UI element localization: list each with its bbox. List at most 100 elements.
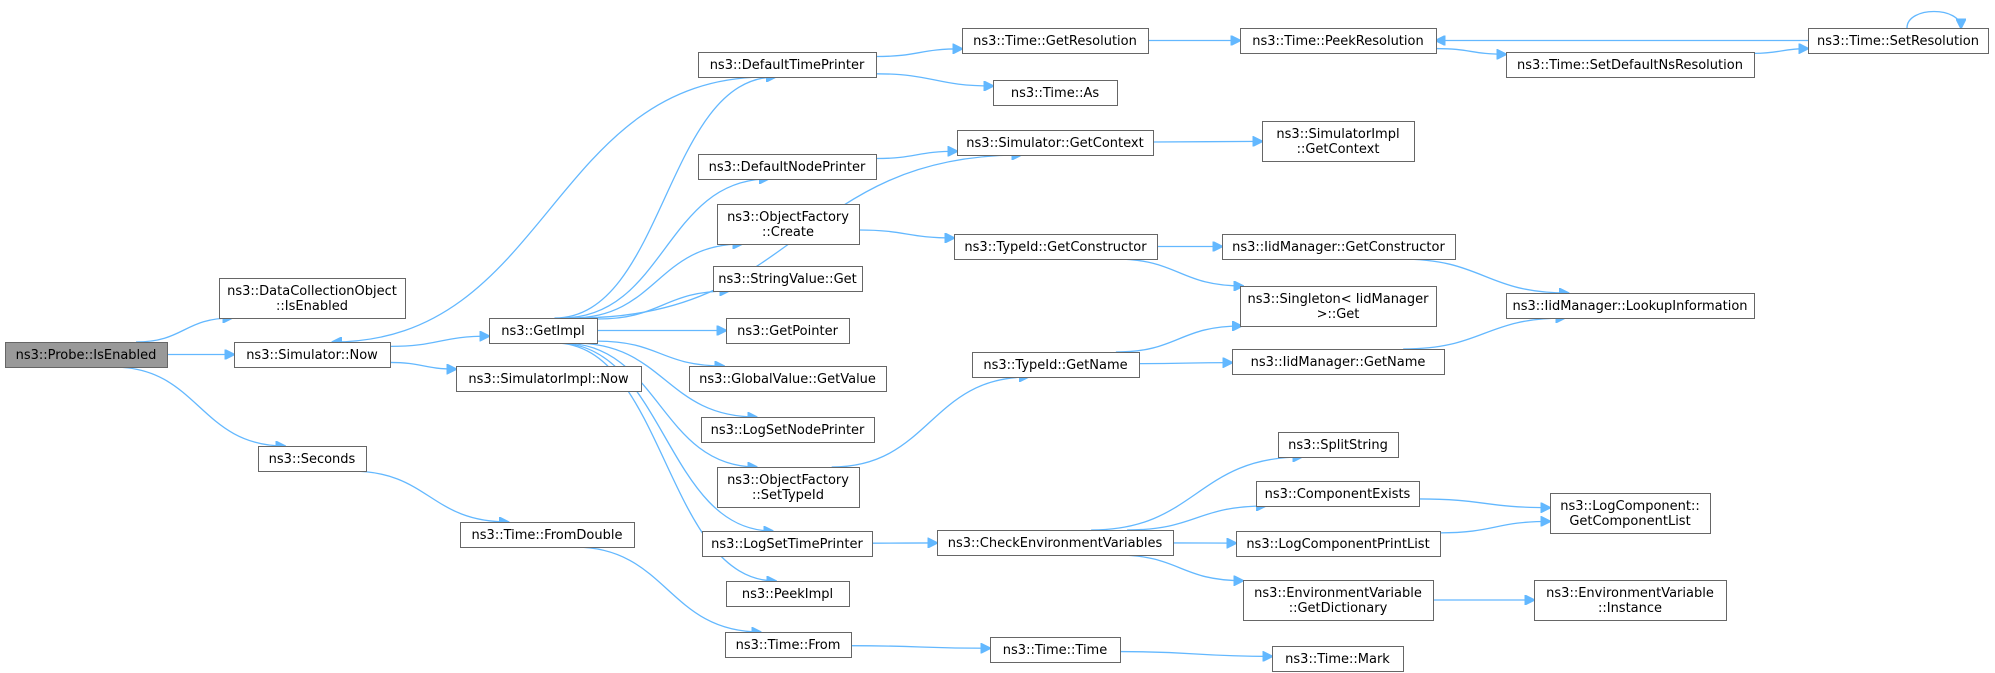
node-label: ns3::Simulator::GetContext xyxy=(966,136,1143,151)
node-gvget[interactable]: ns3::GlobalValue::GetValue xyxy=(689,366,887,392)
node-setdefns[interactable]: ns3::Time::SetDefaultNsResolution xyxy=(1506,52,1755,78)
node-box xyxy=(5,342,168,368)
node-tidgetname[interactable]: ns3::TypeId::GetName xyxy=(972,352,1140,378)
node-box xyxy=(726,581,850,607)
node-tidgetctor[interactable]: ns3::TypeId::GetConstructor xyxy=(954,234,1158,260)
node-label: ns3::ObjectFactory xyxy=(727,473,849,488)
node-peekimpl[interactable]: ns3::PeekImpl xyxy=(726,581,850,607)
node-box xyxy=(1808,28,1989,54)
node-timemark[interactable]: ns3::Time::Mark xyxy=(1272,646,1404,672)
node-lsnp[interactable]: ns3::LogSetNodePrinter xyxy=(701,417,875,443)
node-compexists[interactable]: ns3::ComponentExists xyxy=(1256,481,1420,507)
node-simimplgetctx[interactable]: ns3::SimulatorImpl::GetContext xyxy=(1262,121,1415,162)
node-label: ns3::Time::GetResolution xyxy=(973,34,1137,49)
node-label: ns3::IidManager::GetConstructor xyxy=(1232,240,1445,255)
node-label: ns3::EnvironmentVariable xyxy=(1254,586,1422,601)
node-box xyxy=(993,80,1118,106)
node-peekres[interactable]: ns3::Time::PeekResolution xyxy=(1240,28,1437,54)
edge-logcompprint-to-logcompgetlist xyxy=(1439,521,1550,534)
node-label: ns3::SimulatorImpl::Now xyxy=(468,372,629,387)
node-box xyxy=(1506,52,1755,78)
edge-probe-to-dco xyxy=(135,318,232,343)
edge-fromdouble-to-timefrom xyxy=(574,546,760,632)
node-label: ns3::StringValue::Get xyxy=(718,272,856,287)
node-cev[interactable]: ns3::CheckEnvironmentVariables xyxy=(937,530,1174,556)
node-label: ns3::GlobalValue::GetValue xyxy=(699,372,876,387)
node-box xyxy=(1236,531,1441,557)
node-label: ns3::IidManager::LookupInformation xyxy=(1512,299,1747,314)
edge-iidgetname-to-lookupinfo xyxy=(1403,318,1565,350)
node-label: ns3::Singleton< IidManager xyxy=(1247,292,1429,307)
node-probe[interactable]: ns3::Probe::IsEnabled xyxy=(5,342,168,368)
node-setres[interactable]: ns3::Time::SetResolution xyxy=(1808,28,1989,54)
node-box xyxy=(972,352,1140,378)
node-label: ns3::Time::SetResolution xyxy=(1817,34,1979,49)
node-envinstance[interactable]: ns3::EnvironmentVariable::Instance xyxy=(1534,580,1727,621)
node-getimpl[interactable]: ns3::GetImpl xyxy=(489,318,598,344)
edge-getimpl-to-dtp xyxy=(554,77,775,319)
node-lstp[interactable]: ns3::LogSetTimePrinter xyxy=(702,531,873,557)
node-box xyxy=(701,417,875,443)
edge-compexists-to-logcompgetlist xyxy=(1418,498,1550,508)
node-fromdouble[interactable]: ns3::Time::FromDouble xyxy=(460,522,635,548)
edge-getimpl-to-peekimpl xyxy=(554,342,776,581)
node-simnow[interactable]: ns3::Simulator::Now xyxy=(234,342,391,368)
node-lookupinfo[interactable]: ns3::IidManager::LookupInformation xyxy=(1506,293,1755,319)
node-box xyxy=(1550,493,1711,534)
edge-timetime-to-timemark xyxy=(1119,650,1272,657)
node-label: ns3::CheckEnvironmentVariables xyxy=(948,536,1163,551)
node-box xyxy=(234,342,391,368)
node-label: ns3::TypeId::GetConstructor xyxy=(964,240,1147,255)
node-box xyxy=(957,130,1154,156)
node-box xyxy=(1240,28,1437,54)
node-svget[interactable]: ns3::StringValue::Get xyxy=(713,266,863,292)
node-label: ns3::DataCollectionObject xyxy=(227,284,397,299)
node-label: ns3::Time::Mark xyxy=(1285,652,1390,667)
node-box xyxy=(489,318,598,344)
node-label: ::Instance xyxy=(1598,601,1662,616)
node-ofcreate[interactable]: ns3::ObjectFactory::Create xyxy=(717,204,860,245)
node-label: ns3::LogComponent:: xyxy=(1560,499,1700,514)
node-box xyxy=(698,154,877,180)
node-simgetctx[interactable]: ns3::Simulator::GetContext xyxy=(957,130,1154,156)
edge-dtp-to-timeas xyxy=(875,73,993,86)
edge-tidgetctor-to-singleton xyxy=(1114,258,1243,286)
node-label: GetComponentList xyxy=(1569,514,1690,529)
node-getres[interactable]: ns3::Time::GetResolution xyxy=(962,28,1149,54)
node-timeas[interactable]: ns3::Time::As xyxy=(993,80,1118,106)
node-envgetdict[interactable]: ns3::EnvironmentVariable::GetDictionary xyxy=(1243,580,1434,621)
node-seconds[interactable]: ns3::Seconds xyxy=(258,446,367,472)
node-box xyxy=(1262,121,1415,162)
edge-setdefns-to-setres xyxy=(1753,49,1808,55)
node-ofsettid[interactable]: ns3::ObjectFactory::SetTypeId xyxy=(717,467,860,508)
node-label: ns3::LogSetNodePrinter xyxy=(711,423,865,438)
node-label: ns3::ObjectFactory xyxy=(727,210,849,225)
node-box xyxy=(717,467,860,508)
node-dnp[interactable]: ns3::DefaultNodePrinter xyxy=(698,154,877,180)
node-splitstring[interactable]: ns3::SplitString xyxy=(1278,432,1399,458)
node-logcompprint[interactable]: ns3::LogComponentPrintList xyxy=(1236,531,1441,557)
node-getpointer[interactable]: ns3::GetPointer xyxy=(726,318,850,344)
edge-cev-to-envgetdict xyxy=(1116,554,1243,581)
node-dco[interactable]: ns3::DataCollectionObject::IsEnabled xyxy=(219,278,406,319)
node-logcompgetlist[interactable]: ns3::LogComponent::GetComponentList xyxy=(1550,493,1711,534)
node-label: ::GetContext xyxy=(1297,142,1380,157)
node-dtp[interactable]: ns3::DefaultTimePrinter xyxy=(698,52,877,78)
node-iidgetctor[interactable]: ns3::IidManager::GetConstructor xyxy=(1222,234,1456,260)
node-box xyxy=(1222,234,1456,260)
node-label: ns3::Time::Time xyxy=(1003,643,1107,658)
node-simimplnow[interactable]: ns3::SimulatorImpl::Now xyxy=(456,366,642,392)
node-timetime[interactable]: ns3::Time::Time xyxy=(990,637,1121,663)
node-label: ns3::Time::SetDefaultNsResolution xyxy=(1517,58,1743,73)
node-box xyxy=(460,522,635,548)
edge-getimpl-to-gvget xyxy=(596,340,724,366)
edge-ofsettid-to-tidgetname xyxy=(831,377,1029,468)
edge-getimpl-to-ofcreate xyxy=(571,244,742,319)
node-iidgetname[interactable]: ns3::IidManager::GetName xyxy=(1232,349,1445,375)
node-label: ns3::GetImpl xyxy=(501,324,585,339)
node-box xyxy=(689,366,887,392)
node-timefrom[interactable]: ns3::Time::From xyxy=(725,632,852,658)
node-singleton[interactable]: ns3::Singleton< IidManager >::Get xyxy=(1240,286,1437,327)
node-label: ::GetDictionary xyxy=(1289,601,1388,616)
